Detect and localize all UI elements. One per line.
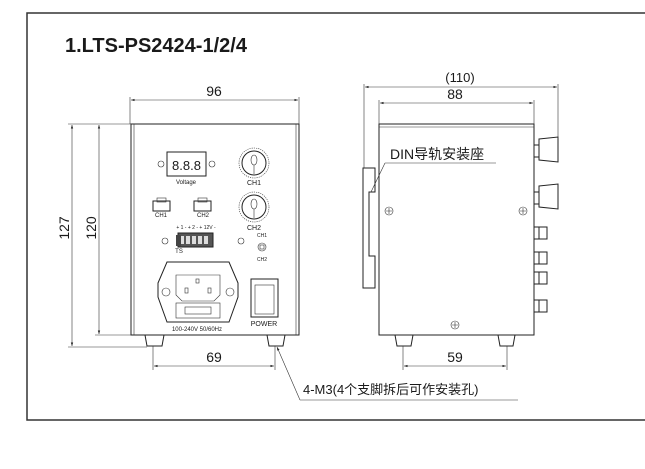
svg-text:CH2: CH2 xyxy=(197,213,210,219)
knob-ch1: CH1 xyxy=(238,147,270,187)
svg-text:127: 127 xyxy=(56,216,72,240)
drawing-frame xyxy=(26,12,645,421)
side-view: DIN导轨安装座 (110) 88 59 xyxy=(362,70,559,370)
knob-side xyxy=(533,136,559,313)
terminal-label: + 1 - + 2 - + 12V - xyxy=(176,225,216,231)
dimension-96: 96 xyxy=(129,83,300,124)
svg-text:69: 69 xyxy=(206,349,222,365)
svg-text:100-240V 50/60Hz: 100-240V 50/60Hz xyxy=(172,327,222,333)
svg-text:59: 59 xyxy=(447,349,463,365)
svg-text:CH1: CH1 xyxy=(155,213,168,219)
knob-ch2: CH2 xyxy=(238,191,270,232)
knob-ch1-label: CH1 xyxy=(247,180,261,187)
terminal-block xyxy=(177,232,214,248)
dimension-59: 59 xyxy=(402,346,508,370)
front-view: 8.8.8 Voltage CH1 CH2 CH1 CH2 + 1 - xyxy=(56,83,300,370)
svg-text:(110): (110) xyxy=(445,70,474,85)
svg-text:120: 120 xyxy=(83,216,99,240)
channel-button: CH1 CH2 xyxy=(257,233,267,263)
drawing-title: 1.LTS-PS2424-1/2/4 xyxy=(65,35,248,57)
dimension-127: 127 xyxy=(56,123,147,348)
svg-text:96: 96 xyxy=(206,83,222,99)
svg-text:88: 88 xyxy=(447,86,463,102)
knob-ch2-label: CH2 xyxy=(247,225,261,232)
foot xyxy=(144,334,165,347)
dimension-120: 120 xyxy=(83,125,131,336)
svg-text:CH2: CH2 xyxy=(257,257,267,263)
connector-ch2: CH2 xyxy=(193,197,212,219)
foot xyxy=(266,334,286,347)
side-panel xyxy=(378,123,535,336)
ts-switch: TS xyxy=(175,235,183,255)
dimension-110: (110) xyxy=(363,70,559,168)
power-switch: POWER xyxy=(250,278,279,328)
din-label: DIN导轨安装座 xyxy=(390,146,484,162)
din-rail-mount xyxy=(362,167,376,289)
connector-ch1: CH1 xyxy=(152,197,171,219)
svg-text:CH1: CH1 xyxy=(257,233,267,239)
foot xyxy=(497,334,516,347)
display-label: Voltage xyxy=(176,180,197,186)
display-digits: 8.8.8 xyxy=(172,158,201,173)
voltage-display: 8.8.8 Voltage xyxy=(157,151,216,186)
dimension-69: 69 xyxy=(152,346,276,370)
svg-text:POWER: POWER xyxy=(251,321,277,328)
dimension-88: 88 xyxy=(378,86,535,124)
foot xyxy=(394,334,414,347)
screw-icon xyxy=(384,206,528,330)
mounting-note: 4-M3(4个支脚拆后可作安装孔) xyxy=(303,382,479,397)
power-inlet: 100-240V 50/60Hz xyxy=(157,261,239,333)
svg-text:TS: TS xyxy=(175,249,183,255)
